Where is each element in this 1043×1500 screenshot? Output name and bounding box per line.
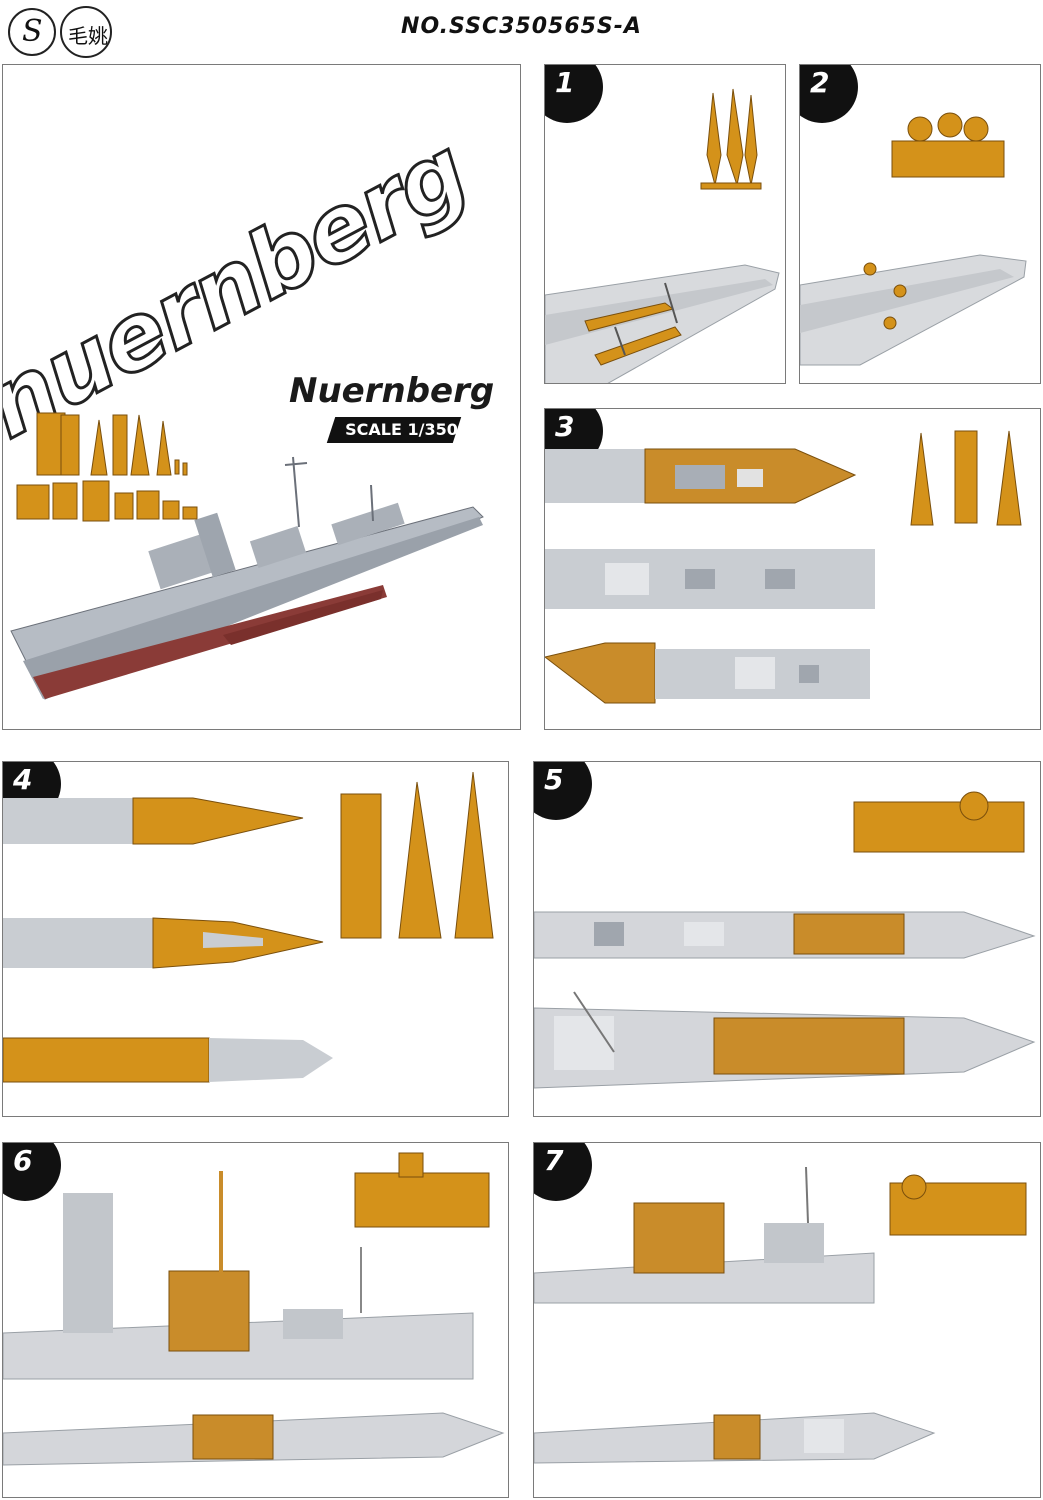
step-1-panel: 1 bbox=[544, 64, 786, 384]
cover-illustration bbox=[10, 412, 484, 700]
step-badge: 5 bbox=[534, 762, 592, 820]
step-badge: 6 bbox=[3, 1143, 61, 1201]
step-2-panel: 2 bbox=[799, 64, 1041, 384]
cover-ship bbox=[10, 456, 484, 700]
resin-parts-bottom bbox=[16, 480, 198, 522]
step-6-illustration bbox=[3, 1152, 505, 1466]
step-3-illustration bbox=[545, 430, 1022, 704]
cover-panel: nuernberg Nuernberg SCALE 1/350 bbox=[2, 64, 521, 730]
step-7-panel: 7 bbox=[533, 1142, 1041, 1498]
step-5-illustration bbox=[534, 791, 1036, 1089]
step-4-panel: 4 bbox=[2, 761, 509, 1117]
step-7-illustration bbox=[534, 1166, 1027, 1464]
cover-ship-name: Nuernberg bbox=[289, 371, 495, 411]
product-number-title: NO.SSC350565S-A bbox=[401, 14, 642, 39]
brand-logo-s: S bbox=[8, 8, 56, 56]
step-2-illustration bbox=[800, 112, 1027, 366]
resin-parts-top bbox=[36, 412, 188, 476]
step-1-illustration bbox=[545, 88, 780, 383]
step-3-panel: 3 bbox=[544, 408, 1041, 730]
step-5-panel: 5 bbox=[533, 761, 1041, 1117]
step-6-panel: 6 bbox=[2, 1142, 509, 1498]
step-4-illustration bbox=[3, 771, 494, 1083]
step-badge: 1 bbox=[545, 65, 603, 123]
brand-logo-chinese: 毛姚 bbox=[60, 6, 112, 58]
